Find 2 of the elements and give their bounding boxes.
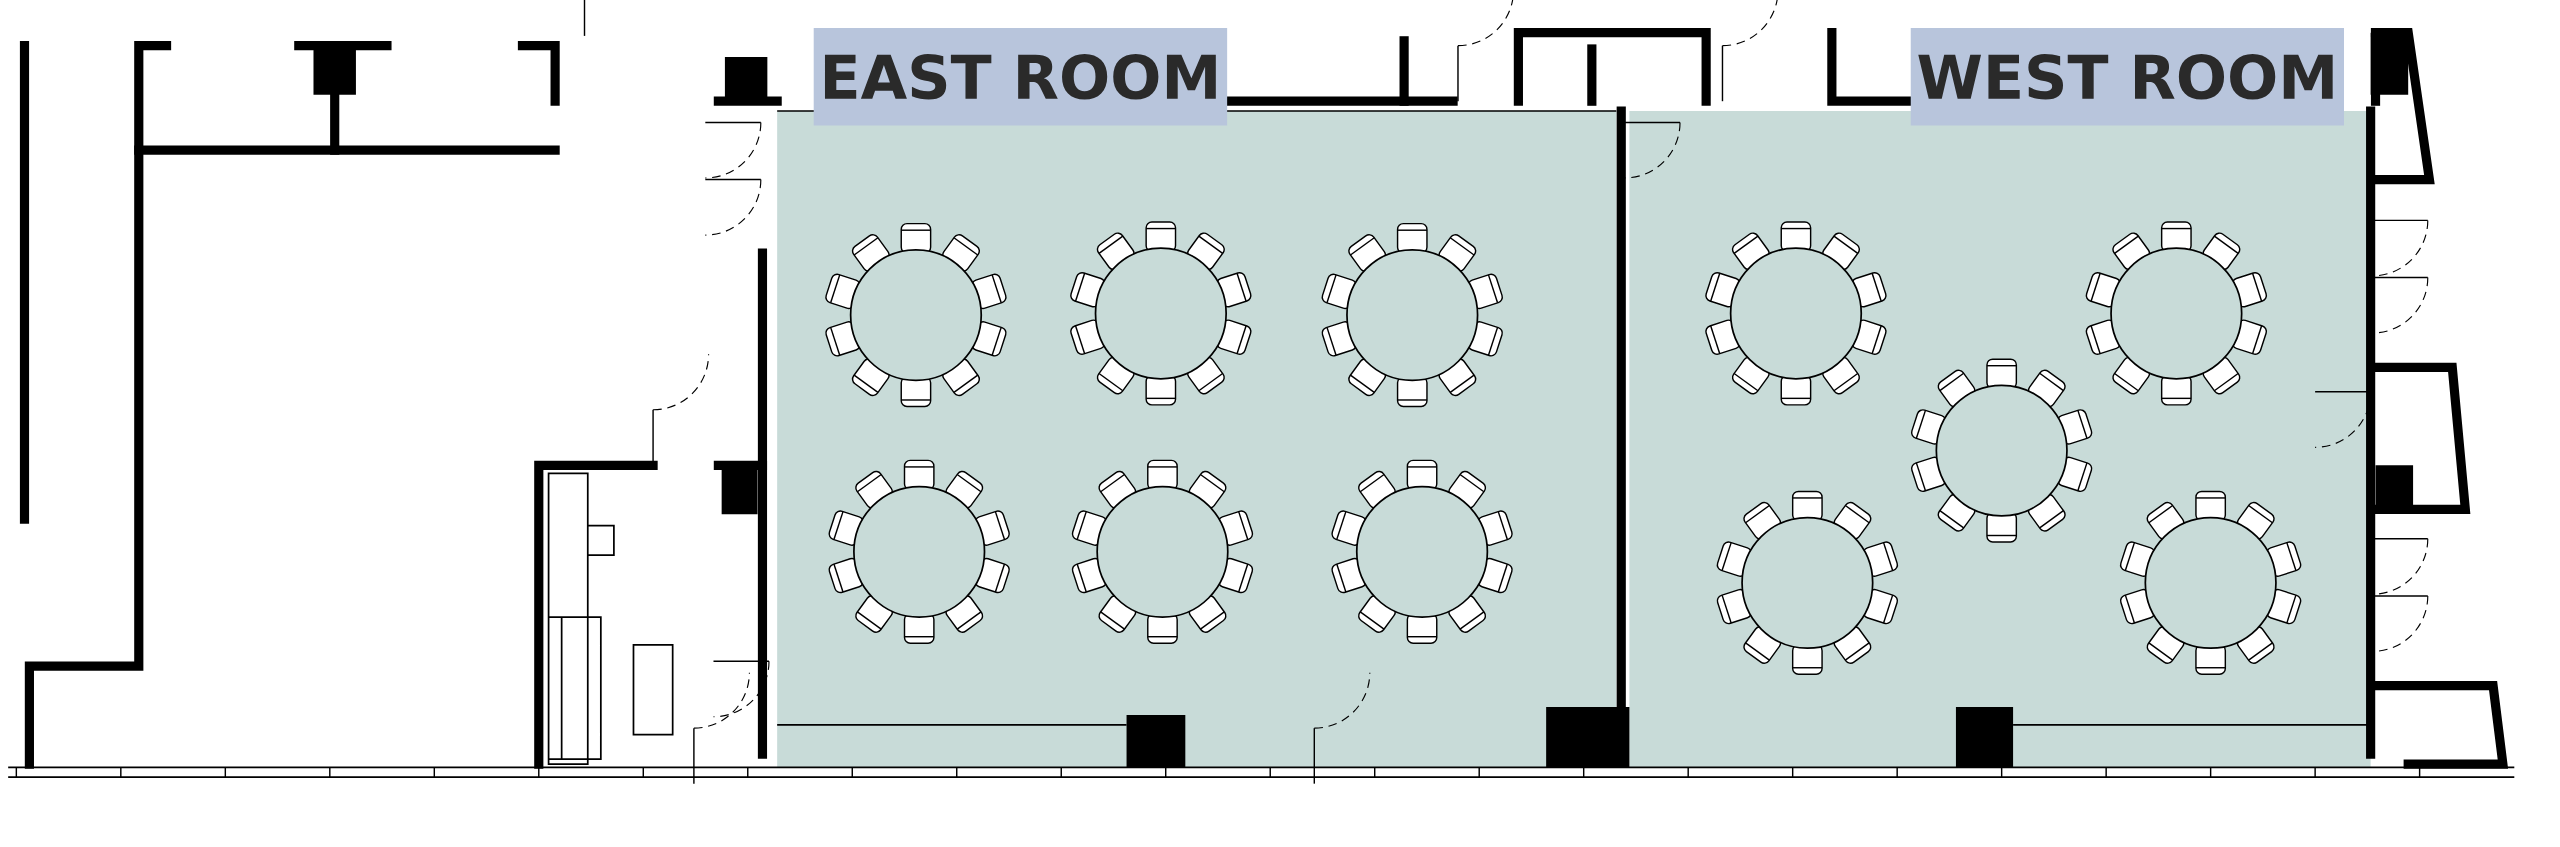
room-label: WEST ROOM (1910, 27, 2344, 126)
room-label: EAST ROOM (813, 27, 1228, 126)
